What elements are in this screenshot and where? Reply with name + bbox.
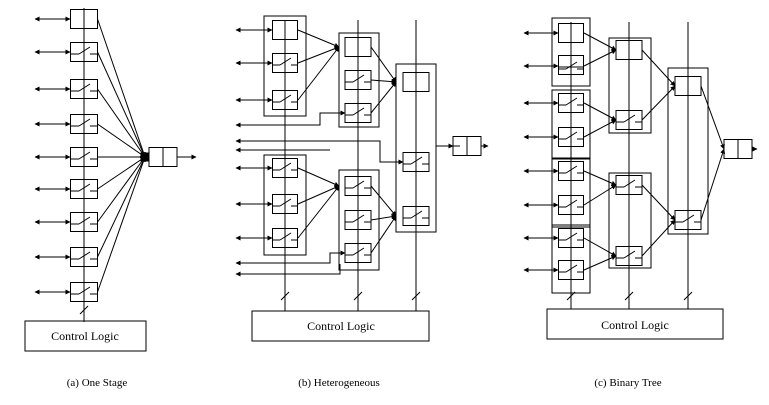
fan-in-link — [641, 184, 676, 221]
fan-in-link — [97, 156, 146, 258]
fan-in-link — [297, 46, 340, 101]
fan-in-link — [700, 85, 725, 150]
merge-node — [140, 152, 149, 162]
bus-slash — [79, 305, 89, 315]
bypass-link — [236, 110, 346, 126]
control-logic-box — [24, 320, 147, 352]
fan-in-link — [297, 46, 340, 64]
bypass-link — [236, 250, 346, 264]
bus-slash — [566, 291, 576, 301]
fan-in-link — [583, 49, 617, 67]
control-logic-box — [251, 310, 430, 342]
control-logic-label-a: Control Logic — [51, 329, 119, 343]
bus-slash — [411, 291, 421, 301]
bus-slash — [353, 291, 363, 301]
control-logic-box — [546, 308, 724, 340]
fan-in-link — [97, 123, 146, 158]
fan-in-link — [641, 49, 676, 87]
fan-in-link — [297, 29, 340, 48]
fan-in-link — [370, 215, 397, 254]
group-box — [608, 172, 652, 269]
group-box — [338, 32, 380, 128]
fan-in-link — [641, 219, 676, 257]
fan-in-link — [370, 185, 397, 217]
bus-slash — [280, 291, 290, 301]
bus-slash — [683, 291, 693, 301]
fan-in-link — [97, 156, 146, 293]
control-logic-label-b: Control Logic — [307, 319, 375, 333]
fan-in-link — [297, 185, 340, 205]
fan-in-link — [583, 255, 617, 271]
group-box — [608, 37, 652, 134]
fan-in-link — [700, 148, 725, 221]
fan-in-link — [97, 51, 146, 158]
fan-in-link — [583, 237, 617, 257]
fan-in-link — [583, 102, 617, 121]
fan-in-link — [583, 32, 617, 51]
fan-in-link — [97, 18, 146, 158]
fan-in-link — [370, 79, 397, 85]
fan-in-link — [370, 214, 397, 221]
caption-one-stage: (a) One Stage — [67, 377, 128, 389]
caption-heterogeneous: (b) Heterogeneous — [298, 377, 380, 389]
fan-in-link — [583, 184, 617, 206]
fan-in-link — [641, 85, 676, 121]
fan-in-link — [583, 119, 617, 138]
caption-binary-tree: (c) Binary Tree — [594, 377, 661, 389]
bypass-link — [236, 140, 404, 165]
fan-in-link — [97, 88, 146, 158]
fan-in-link — [370, 81, 397, 114]
fan-in-link — [370, 46, 397, 83]
bypass-link — [236, 264, 341, 275]
fan-in-link — [297, 185, 340, 239]
control-logic-label-c: Control Logic — [601, 318, 669, 332]
fan-in-link — [583, 170, 617, 186]
fan-in-link — [297, 167, 340, 187]
fan-in-link — [97, 156, 146, 223]
group-box — [338, 169, 380, 271]
fan-in-link — [97, 156, 146, 190]
bus-slash — [624, 291, 634, 301]
